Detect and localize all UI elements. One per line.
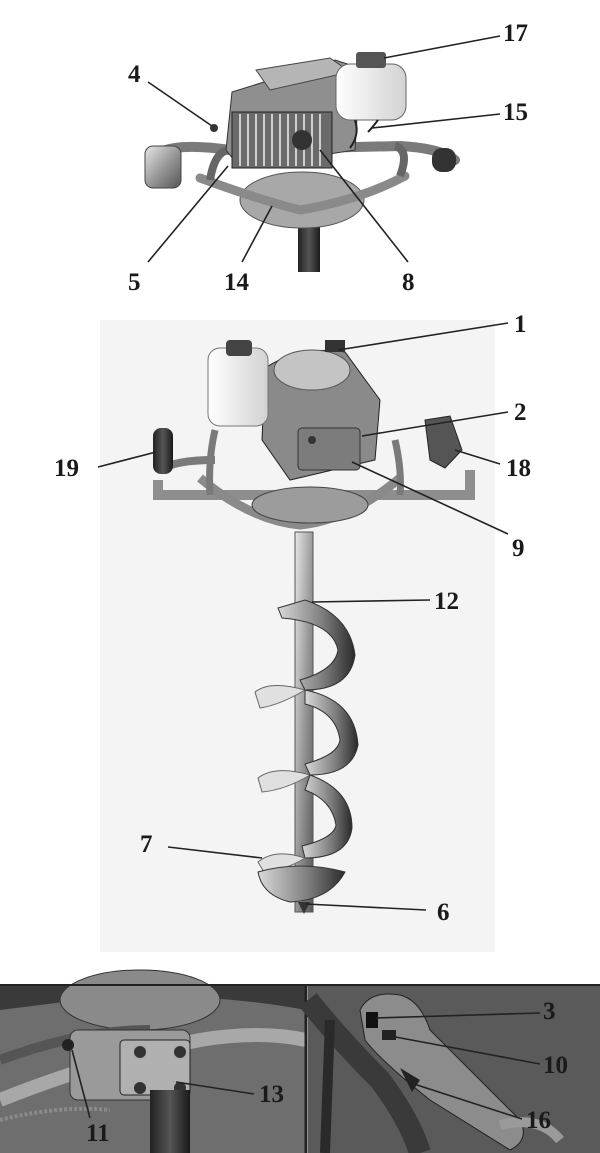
callout-7: 7 <box>140 831 153 858</box>
callout-3: 3 <box>543 998 556 1025</box>
callout-5: 5 <box>128 269 141 296</box>
callout-16: 16 <box>526 1107 551 1134</box>
callout-8: 8 <box>402 269 415 296</box>
callout-2: 2 <box>514 399 527 426</box>
detail-gearbox-view <box>0 969 308 1153</box>
leader-lines <box>71 35 541 1120</box>
callout-4: 4 <box>128 61 141 88</box>
callout-19: 19 <box>54 455 79 482</box>
callout-12: 12 <box>434 588 459 615</box>
callout-13: 13 <box>259 1081 284 1108</box>
middle-auger-view <box>100 320 495 952</box>
callout-9: 9 <box>512 535 525 562</box>
callout-15: 15 <box>503 99 528 126</box>
top-engine-view <box>144 52 460 272</box>
callout-11: 11 <box>86 1120 110 1147</box>
callout-6: 6 <box>437 899 450 926</box>
callout-17: 17 <box>503 20 528 47</box>
callout-10: 10 <box>543 1052 568 1079</box>
detail-handle-view <box>299 986 600 1153</box>
callout-18: 18 <box>506 455 531 482</box>
callout-1: 1 <box>514 311 527 338</box>
callout-14: 14 <box>224 269 249 296</box>
